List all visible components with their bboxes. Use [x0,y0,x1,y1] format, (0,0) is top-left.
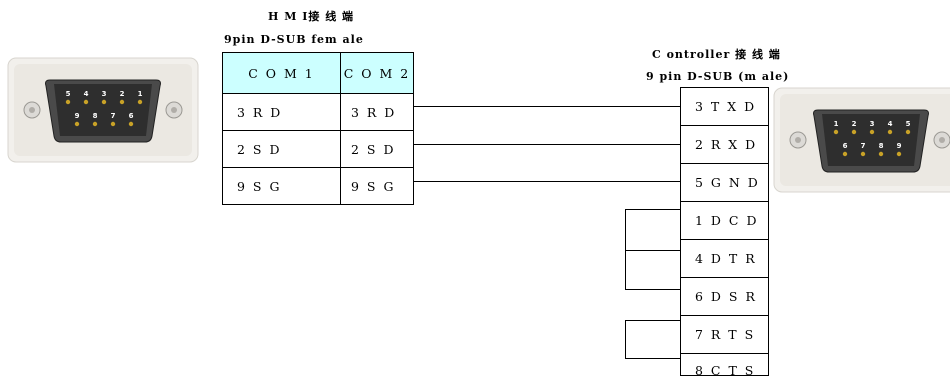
pin-label: 8 [879,142,884,150]
pin-label: 3 [102,90,107,98]
wire-dcd [625,209,680,210]
pin-label: 7 [861,142,866,150]
pin-label: 5 [906,120,911,128]
controller-pin-gnd: 5 G N D [680,163,769,202]
pin-dot [92,121,98,127]
pin-label: 9 [75,112,80,120]
controller-pin-cts: 8 C T S [680,353,769,378]
controller-pin-rxd: 2 R X D [680,125,769,164]
wire-sg-gnd [414,181,680,182]
controller-pin-dcd: 1 D C D [680,201,769,240]
pin-dot [137,99,143,105]
hmi-com1-row3: 9 S G [222,167,341,205]
pin-dot [887,129,893,135]
wire-dtr [625,250,680,251]
wire-dsr [625,289,680,290]
pin-label: 7 [111,112,116,120]
pin-label: 3 [870,120,875,128]
controller-pin-rts: 7 R T S [680,315,769,354]
wire-sd-rxd [414,144,680,145]
controller-pin-txd: 3 T X D [680,87,769,126]
controller-subtitle: 9 pin D-SUB (m ale) [646,70,790,83]
pin-label: 6 [843,142,848,150]
controller-connector-image: 1 2 3 4 5 6 7 8 9 [772,86,950,194]
controller-pin-dsr: 6 D S R [680,277,769,316]
hmi-header-com2: C O M 2 [340,52,414,94]
hmi-connector-image: 5 4 3 2 1 9 8 7 6 [6,56,200,164]
hmi-com2-row3: 9 S G [340,167,414,205]
pin-label: 5 [66,90,71,98]
pin-dot [74,121,80,127]
hmi-com2-row1: 3 R D [340,93,414,131]
pin-label: 9 [897,142,902,150]
pin-dot [878,151,884,157]
pin-label: 8 [93,112,98,120]
pin-dot [119,99,125,105]
hmi-com2-row2: 2 S D [340,130,414,168]
pin-dot [842,151,848,157]
hmi-subtitle: 9pin D-SUB fem ale [224,33,364,46]
hmi-header-com1: C O M 1 [222,52,341,94]
pin-dot [128,121,134,127]
pin-label: 2 [852,120,857,128]
pin-dot [101,99,107,105]
pin-label: 2 [120,90,125,98]
pin-label: 1 [138,90,143,98]
controller-title: C ontroller 接 线 端 [652,48,781,61]
controller-pin-dtr: 4 D T R [680,239,769,278]
pin-dot [83,99,89,105]
pin-dot [905,129,911,135]
wire-rd-txd [414,106,680,107]
hmi-com1-row1: 3 R D [222,93,341,131]
hmi-com1-row2: 2 S D [222,130,341,168]
hmi-title: H M I接 线 端 [268,10,355,23]
pin-dot [833,129,839,135]
wire-rts [625,320,680,321]
pin-label: 1 [834,120,839,128]
pin-dot [860,151,866,157]
wire-dcd-dsr-vertical [625,209,626,290]
wire-cts [625,358,680,359]
pin-dot [851,129,857,135]
pin-label: 4 [888,120,893,128]
pin-dot [869,129,875,135]
pin-label: 6 [129,112,134,120]
pin-dot [110,121,116,127]
pin-dot [896,151,902,157]
wire-rts-cts-vertical [625,320,626,359]
pin-dot [65,99,71,105]
pin-label: 4 [84,90,89,98]
